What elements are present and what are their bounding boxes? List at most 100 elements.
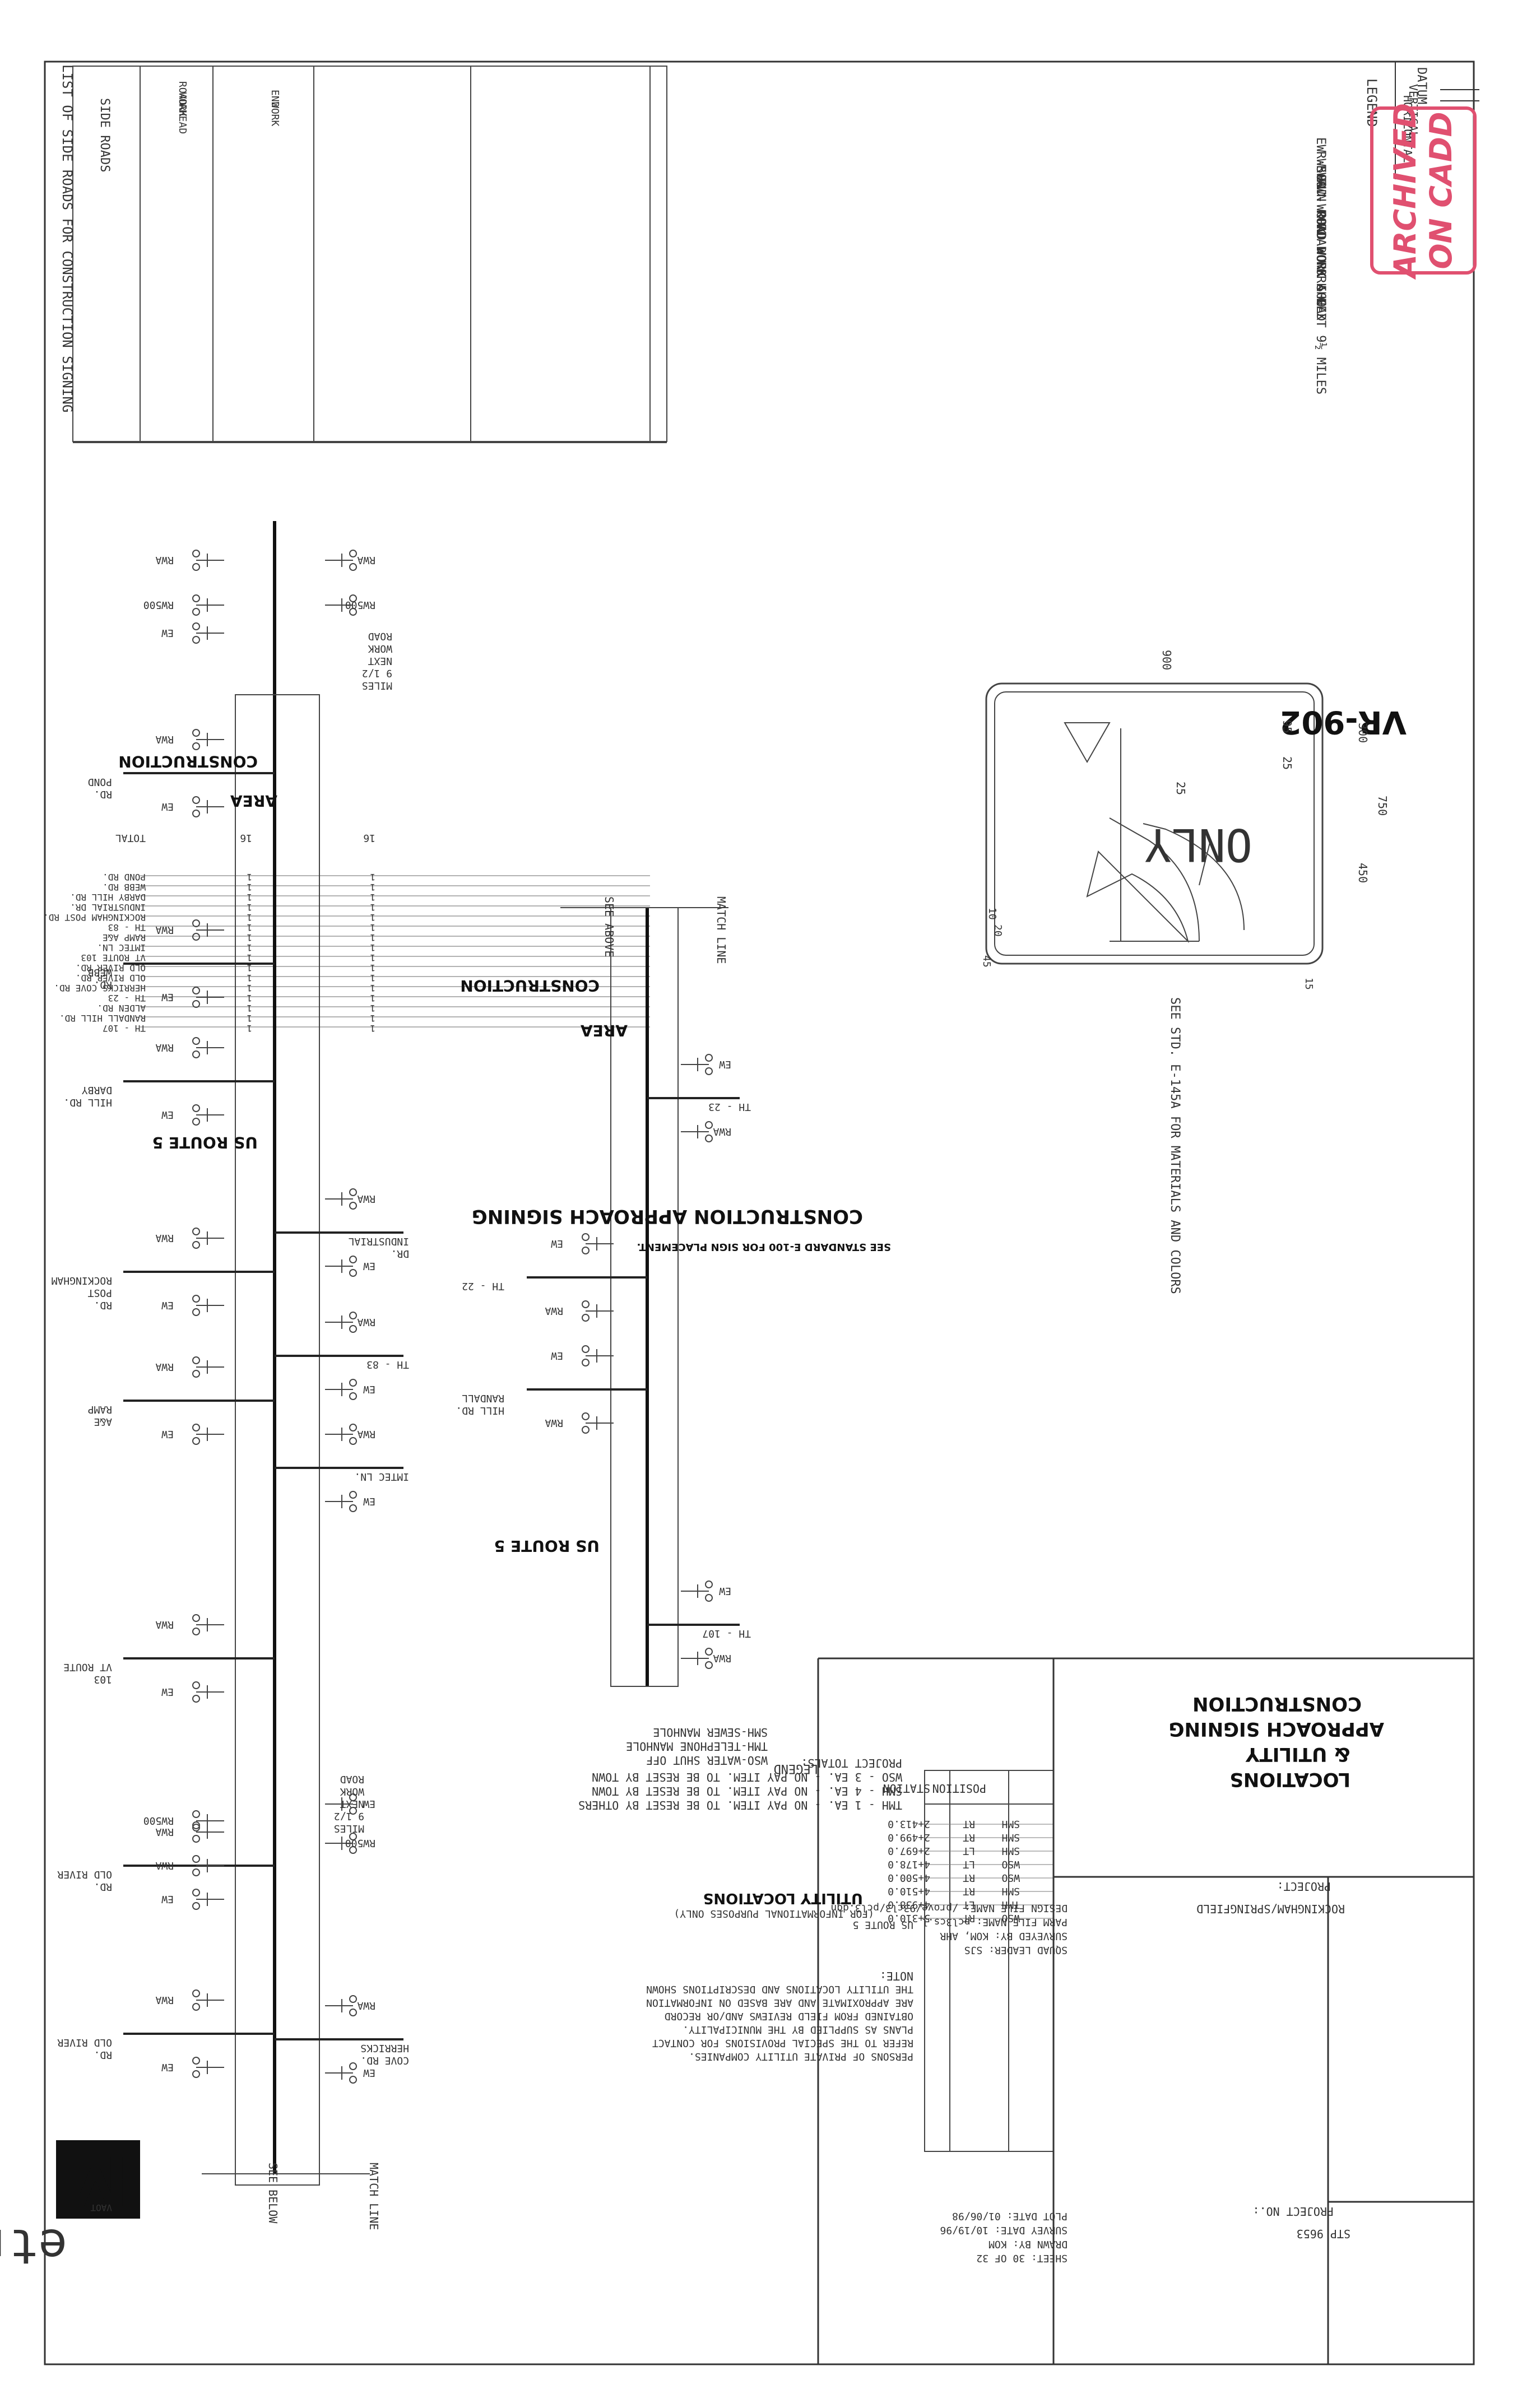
road-work-next-label: WORK: [340, 1786, 364, 1797]
utility-station: 4+510.0: [888, 1885, 930, 1897]
sheet-title: LOCATIONS: [1229, 1768, 1350, 1791]
side-road-label: WEBB: [88, 966, 112, 978]
road-sign-icon: RW500: [325, 594, 375, 616]
table-row-name: ALDEN RD.: [97, 1003, 146, 1014]
title-block: CONSTRUCTION CONSTRUCTION APPROACH SIGNI…: [830, 1658, 1474, 2364]
dim-20: 20: [992, 924, 1004, 937]
sign-label: RW500: [345, 1837, 375, 1849]
side-road-label: OLD RIVER: [57, 1868, 112, 1880]
table-row-ew: 1: [370, 902, 375, 913]
road-sign-icon: RW500: [325, 1833, 375, 1854]
dim-25b: 25: [1174, 782, 1187, 795]
table-row-ew: 1: [370, 993, 375, 1003]
utility-type: WSO: [1001, 1912, 1020, 1924]
project-label: PROJECT:: [1277, 1880, 1331, 1893]
side-road-label: ROCKINGHAM: [51, 1275, 112, 1286]
road-sign-icon: EW: [551, 1233, 614, 1254]
road-work-next-label: ROAD: [368, 630, 392, 642]
table-row-ew: 1: [370, 892, 375, 903]
sheet-title: & UTILITY: [1246, 1743, 1350, 1765]
table-row-rwa: 1: [247, 902, 252, 913]
sign-label: RWA: [357, 1316, 375, 1328]
table-row-rwa: 1: [247, 932, 252, 943]
utility-side: LT: [963, 1858, 975, 1870]
sign-label: RW500: [143, 599, 174, 611]
road-work-next-label: MILES: [334, 1823, 364, 1834]
construction-area-upper: [235, 694, 320, 2186]
metric-logo: M VAOT etric: [0, 2140, 140, 2274]
sign-label: RWA: [357, 1428, 375, 1440]
table-row-name: TH - 107: [103, 1023, 146, 1034]
side-road-label: RANDALL: [462, 1392, 504, 1404]
us-route-5-upper-label: US ROUTE 5: [152, 1133, 258, 1152]
road-sign-icon: EW: [325, 1256, 375, 1277]
sign-label: RWA: [357, 2000, 375, 2011]
sign-label: RWA: [155, 733, 174, 745]
road-sign-icon: EW: [161, 1104, 224, 1126]
construction-area-lower-label: CONSTRUCTION: [460, 977, 600, 995]
project-no-value: STP 9653: [1297, 2227, 1350, 2240]
col-rwa-header: WORK: [177, 92, 188, 117]
dim-95: 95: [1280, 720, 1294, 733]
sign-label: EW: [719, 1585, 731, 1597]
utility-type: WSO: [1001, 1872, 1020, 1884]
road-sign-icon: RWA: [155, 729, 224, 750]
table-row-ew: 1: [370, 973, 375, 983]
side-road-label: POST: [87, 1287, 112, 1299]
side-road-label: HERRICKS: [360, 2042, 409, 2054]
datum-title: DATUM: [1414, 67, 1428, 104]
road-sign-icon: EW: [161, 1295, 224, 1316]
road-sign-icon: RWA: [155, 550, 224, 571]
note-line: PERSONS OF PRIVATE UTILITY COMPANIES.: [689, 2051, 913, 2062]
drawn-by: DRAWN BY: KOM: [988, 2238, 1068, 2250]
match-line-label: MATCH LINE: [367, 2163, 380, 2230]
note-line: OBTAINED FROM FIELD REVIEWS AND/OR RECOR…: [665, 2010, 913, 2022]
road-sign-icon: RWA: [325, 1312, 375, 1333]
sign-inner-border: [994, 691, 1315, 956]
road-sign-icon: RWA: [325, 1188, 375, 1210]
side-road-label: HILL RD.: [63, 1096, 112, 1108]
note-title: NOTE:: [880, 1969, 913, 1983]
road-sign-icon: RWA: [681, 1648, 731, 1669]
side-roads-table-frame: [72, 66, 667, 442]
sheet-border: [44, 61, 1475, 2365]
utility-station: 4+938.0: [888, 1899, 930, 1910]
road-sign-icon: RWA: [155, 1614, 224, 1635]
metric-logo-word: etric: [0, 2218, 67, 2274]
road-sign-icon: RWA: [155, 1821, 224, 1843]
road-sign-icon: EW: [325, 2062, 375, 2084]
table-row-name: POND RD.: [103, 872, 146, 882]
table-row-ew: 1: [370, 1003, 375, 1014]
table-row-name: OLD RIVER RD.: [76, 963, 146, 973]
sign-label: RWA: [155, 1619, 174, 1630]
dim-750: 750: [1376, 796, 1389, 816]
vr-902-sign: ONLY VR-902 900 300 450 750 95 25 25 10 …: [981, 650, 1407, 1294]
road-work-next-label: NEXT: [368, 655, 392, 667]
turn-arrow-icon: [1086, 817, 1200, 943]
datum-vertical: VERTICAL: [1407, 84, 1420, 138]
utility-route: US ROUTE 5: [853, 1919, 913, 1931]
table-row-rwa: 1: [247, 942, 252, 953]
surveyed-by: SURVEYED BY: KOM, AHR: [940, 1930, 1068, 1942]
side-road-label: RD.: [94, 1881, 112, 1893]
side-road-label: OLD RIVER: [57, 2037, 112, 2048]
road-work-next-label: ROAD: [340, 1773, 364, 1785]
road-sign-icon: RWA: [155, 1855, 224, 1876]
sign-label: RWA: [713, 1126, 731, 1137]
utility-legend-item: SMH-SEWER MANHOLE: [653, 1726, 768, 1739]
utility-legend-item: TMH-TELEPHONE MANHOLE: [626, 1740, 768, 1753]
sign-label: EW: [719, 1058, 731, 1070]
totals-item: WSO - 3 EA. - NO PAY ITEM. TO BE RESET B…: [592, 1770, 902, 1784]
side-road-label: TH - 23: [708, 1101, 751, 1113]
utility-side: LT: [963, 1899, 975, 1910]
road-sign-icon: RWA: [681, 1121, 731, 1142]
sign-label: RWA: [545, 1305, 563, 1317]
sign-label: EW: [161, 1109, 174, 1121]
table-row-rwa: 1: [247, 983, 252, 993]
road-sign-icon: RWA: [155, 1989, 224, 2011]
survey-date: SURVEY DATE: 10/19/96: [940, 2224, 1068, 2236]
